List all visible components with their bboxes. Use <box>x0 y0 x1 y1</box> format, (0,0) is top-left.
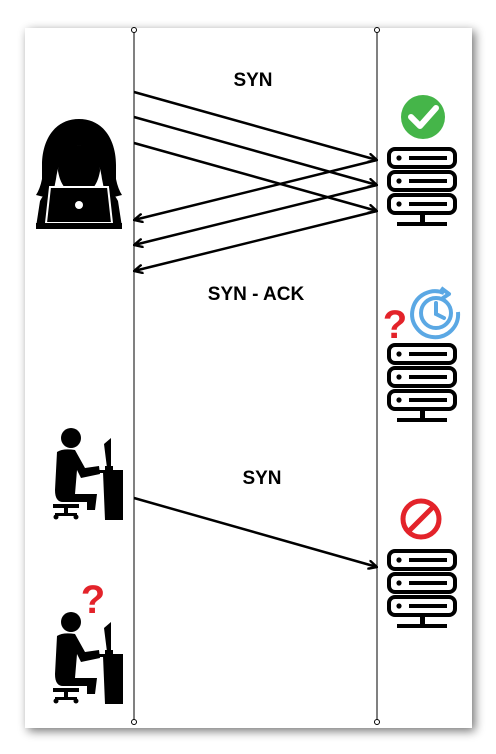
no-entry-icon <box>400 498 442 540</box>
syn-ack-arrow <box>134 158 378 220</box>
lifeline-end <box>374 27 380 33</box>
legit-syn-arrow <box>133 496 377 567</box>
syn-label-bottom: SYN <box>242 468 281 489</box>
hacker-icon <box>36 119 122 229</box>
clock-icon <box>410 286 461 340</box>
question-icon: ? <box>383 303 407 347</box>
syn-ack-arrow <box>134 209 378 271</box>
syn-ack-label: SYN - ACK <box>208 284 305 305</box>
syn-label-top: SYN <box>233 70 272 91</box>
syn-arrow <box>133 90 377 160</box>
checkmark-icon <box>401 95 445 139</box>
server-icon <box>387 343 457 424</box>
syn-arrow <box>133 115 377 185</box>
lifeline-end <box>131 719 137 725</box>
server-icon <box>387 549 457 630</box>
syn-arrows <box>133 90 377 211</box>
question-icon: ? <box>81 578 105 622</box>
syn-ack-arrows <box>134 158 378 271</box>
lifeline-end <box>131 27 137 33</box>
syn-arrow <box>133 141 377 211</box>
server-icon <box>387 147 457 228</box>
syn-ack-arrow <box>134 183 378 245</box>
lifeline-end <box>374 719 380 725</box>
